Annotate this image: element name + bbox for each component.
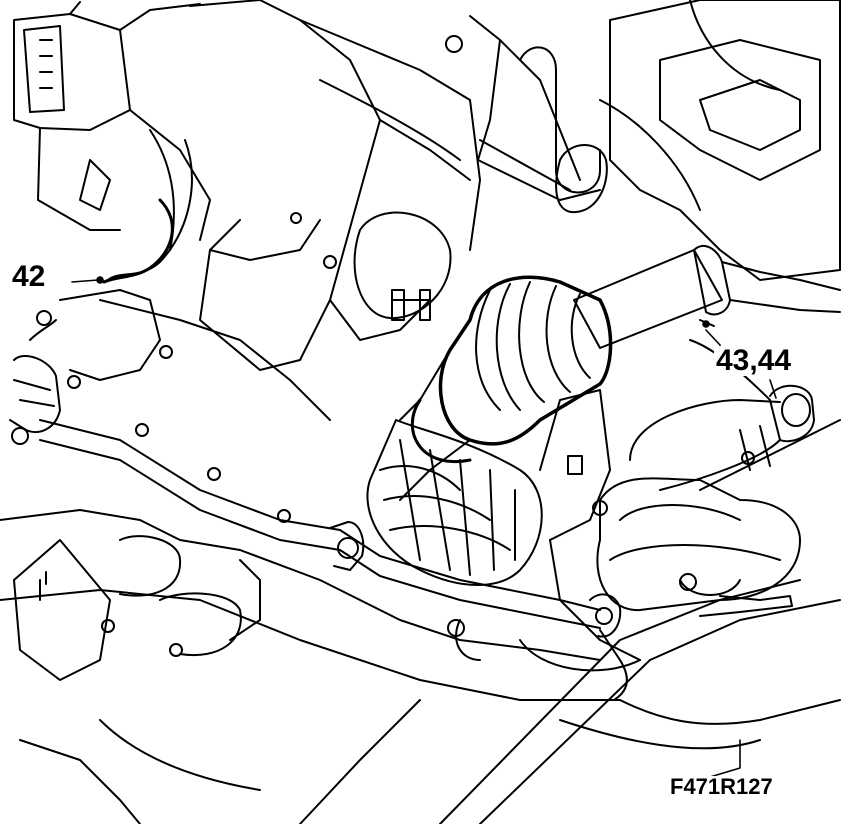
cv-joint-boot xyxy=(399,275,613,501)
drive-shaft xyxy=(573,244,841,349)
lower-crossmember xyxy=(19,579,841,824)
subframe xyxy=(0,345,621,701)
connector-bracket xyxy=(13,1,211,284)
left-clamp xyxy=(9,289,331,445)
callout-42: 42 xyxy=(10,260,48,293)
exhaust-pipe-assembly xyxy=(592,339,841,617)
callout-43-44: 43,44 xyxy=(714,344,794,377)
upper-right-hoses xyxy=(445,0,841,281)
ribbed-housing xyxy=(366,389,641,661)
stabilizer-bar xyxy=(39,419,628,701)
leader-lines xyxy=(71,276,777,781)
figure-reference-code: F471R127 xyxy=(668,774,775,799)
engine-casing xyxy=(189,0,481,371)
